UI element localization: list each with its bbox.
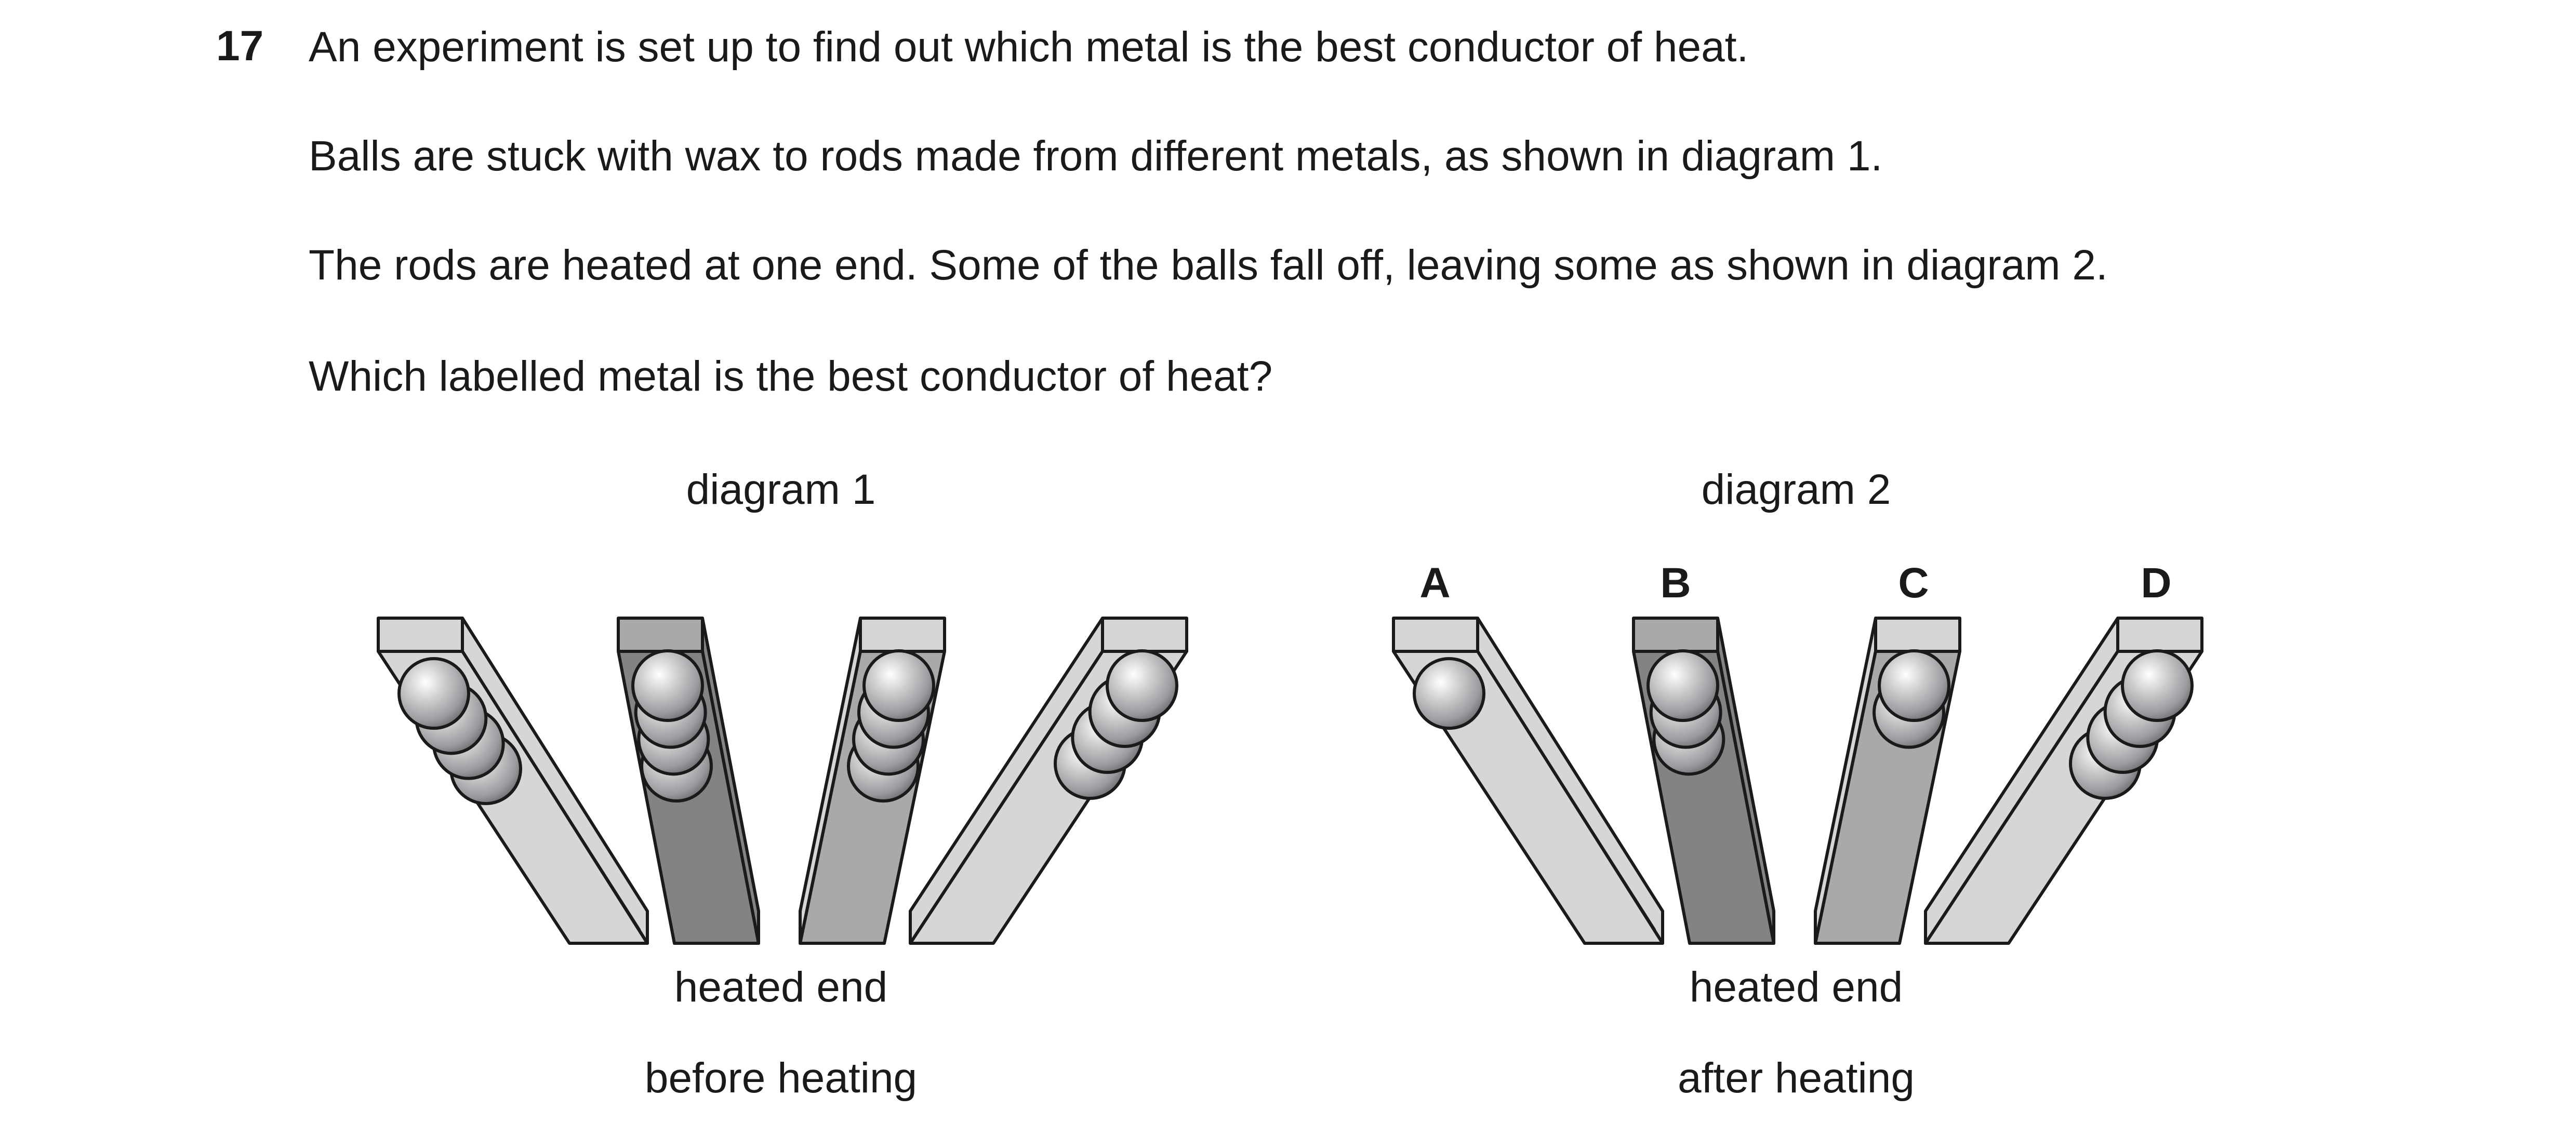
diagram-2-title: diagram 2 bbox=[1702, 466, 1891, 513]
diagram-1-rod-2-ball bbox=[631, 649, 704, 722]
diagram-1-rod-2 bbox=[617, 617, 760, 945]
diagram-2: diagram 2 A B C D heated end after heati… bbox=[1392, 466, 2203, 1102]
rod-top-face bbox=[1632, 617, 1719, 653]
diagram-2-rod-4 bbox=[1924, 617, 2203, 945]
rod-edge-line bbox=[1933, 661, 2113, 930]
rod-top-face bbox=[859, 617, 946, 653]
rod-label-b: B bbox=[1660, 559, 1691, 607]
diagram-1-heated-end-label: heated end bbox=[674, 964, 887, 1011]
diagram-1-rod-3 bbox=[799, 617, 946, 945]
rod-label-a: A bbox=[1419, 559, 1450, 607]
diagram-1-caption: before heating bbox=[645, 1054, 917, 1102]
question-line-1: An experiment is set up to find out whic… bbox=[309, 23, 1749, 71]
diagram-2-caption: after heating bbox=[1678, 1054, 1915, 1102]
diagram-1: diagram 1 heated end before heating bbox=[377, 466, 1188, 1102]
diagram-1-rod-1-ball bbox=[397, 657, 470, 730]
rod-label-d: D bbox=[2141, 559, 2171, 607]
rod-label-c: C bbox=[1898, 559, 1929, 607]
rod-top-face bbox=[2116, 617, 2203, 653]
diagram-1-title: diagram 1 bbox=[686, 466, 876, 513]
diagram-2-rod-2-ball bbox=[1646, 649, 1719, 722]
rod-top-face bbox=[1101, 617, 1188, 653]
rod-edge-line bbox=[1483, 660, 1656, 930]
diagram-1-rod-4-ball bbox=[1106, 649, 1178, 722]
diagram-2-rod-2 bbox=[1632, 617, 1775, 945]
question-line-4: Which labelled metal is the best conduct… bbox=[309, 353, 1273, 400]
diagram-2-rod-3 bbox=[1814, 617, 1961, 945]
diagram-1-rods bbox=[377, 617, 1188, 945]
diagram-1-rod-1 bbox=[377, 617, 649, 945]
diagram-2-rods bbox=[1392, 617, 2203, 945]
rod-top-face bbox=[377, 617, 464, 653]
rod-edge-line bbox=[468, 660, 641, 930]
diagram-2-rod-1-ball bbox=[1413, 657, 1485, 730]
rod-edge-line bbox=[918, 661, 1097, 930]
question-line-3: The rods are heated at one end. Some of … bbox=[309, 242, 2108, 289]
diagram-1-rod-4 bbox=[909, 617, 1188, 945]
diagram-1-rod-3-ball bbox=[862, 649, 935, 722]
diagram-2-rod-4-ball bbox=[2121, 649, 2194, 722]
diagram-2-heated-end-label: heated end bbox=[1690, 964, 1903, 1011]
question-line-2: Balls are stuck with wax to rods made fr… bbox=[309, 132, 1883, 180]
rod-top-face bbox=[1392, 617, 1479, 653]
diagram-2-rod-3-ball bbox=[1878, 649, 1950, 722]
rod-top-face bbox=[617, 617, 704, 653]
question-number: 17 bbox=[216, 22, 264, 70]
diagram-2-rod-1 bbox=[1392, 617, 1664, 945]
rod-top-face bbox=[1874, 617, 1961, 653]
